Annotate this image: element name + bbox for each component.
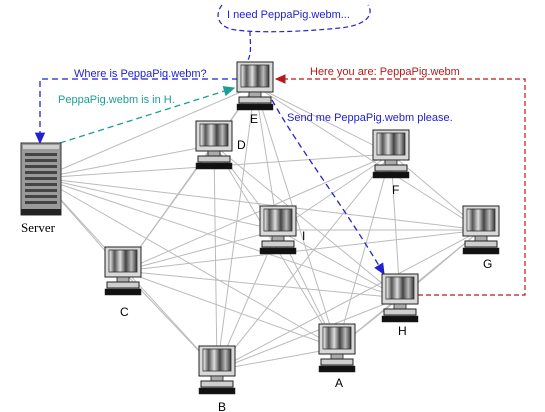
node-label-i: I [302, 229, 305, 243]
ask-server-arrow [34, 78, 238, 145]
server-label: Server [21, 220, 56, 235]
mesh-link [254, 85, 392, 155]
computer-icon-e [236, 61, 274, 111]
mesh-link [213, 144, 401, 299]
mesh-link [122, 229, 279, 272]
computer-icon-i [259, 205, 297, 255]
node-label-e: E [250, 112, 258, 126]
mesh-link [216, 85, 256, 371]
mesh-link [277, 229, 401, 299]
request-h-text: Send me PeppaPig.webm please. [287, 112, 453, 124]
node-label-a: A [335, 376, 343, 390]
node-label-c: C [120, 305, 129, 319]
mesh-link [122, 270, 338, 349]
mesh-link [216, 297, 401, 371]
mesh-link [40, 85, 256, 179]
node-label-h: H [398, 324, 407, 338]
server-reply-text: PeppaPig.webm is in H. [58, 94, 175, 106]
mesh-link [122, 270, 401, 299]
mesh-link [40, 177, 279, 231]
server-icon [20, 142, 62, 216]
server-reply-arrow [59, 86, 236, 144]
computer-icon-h [381, 273, 419, 323]
ask-server-text: Where is PeppaPig.webm? [74, 68, 207, 80]
computer-icon-b [198, 345, 236, 395]
node-label-d: D [237, 138, 246, 152]
mesh-link [216, 229, 482, 371]
node-label-b: B [218, 400, 226, 412]
mesh-link [216, 347, 338, 371]
thought-text: I need PeppaPig.webm... [227, 9, 350, 21]
thought-bubble [217, 4, 371, 33]
computer-icon-g [462, 205, 500, 255]
mesh-link [336, 153, 392, 349]
mesh-link [216, 153, 392, 371]
computer-icon-a [318, 323, 356, 373]
request-h-arrow [271, 99, 385, 276]
computer-icon-f [372, 129, 410, 179]
mesh-link [122, 153, 392, 272]
computer-icon-d [195, 120, 233, 170]
thought-bubble-tail [247, 30, 252, 61]
mesh-link [40, 177, 482, 231]
mesh-link [40, 144, 215, 179]
computer-icon-c [104, 246, 142, 296]
mesh-link [277, 153, 392, 231]
h-reply-text: Here you are: PeppaPig.webm [310, 66, 460, 78]
mesh-link [122, 229, 482, 272]
node-label-f: F [392, 183, 399, 197]
mesh-link [40, 177, 401, 299]
node-label-g: G [483, 257, 492, 271]
mesh-link [213, 144, 218, 371]
mesh-link [254, 85, 482, 231]
